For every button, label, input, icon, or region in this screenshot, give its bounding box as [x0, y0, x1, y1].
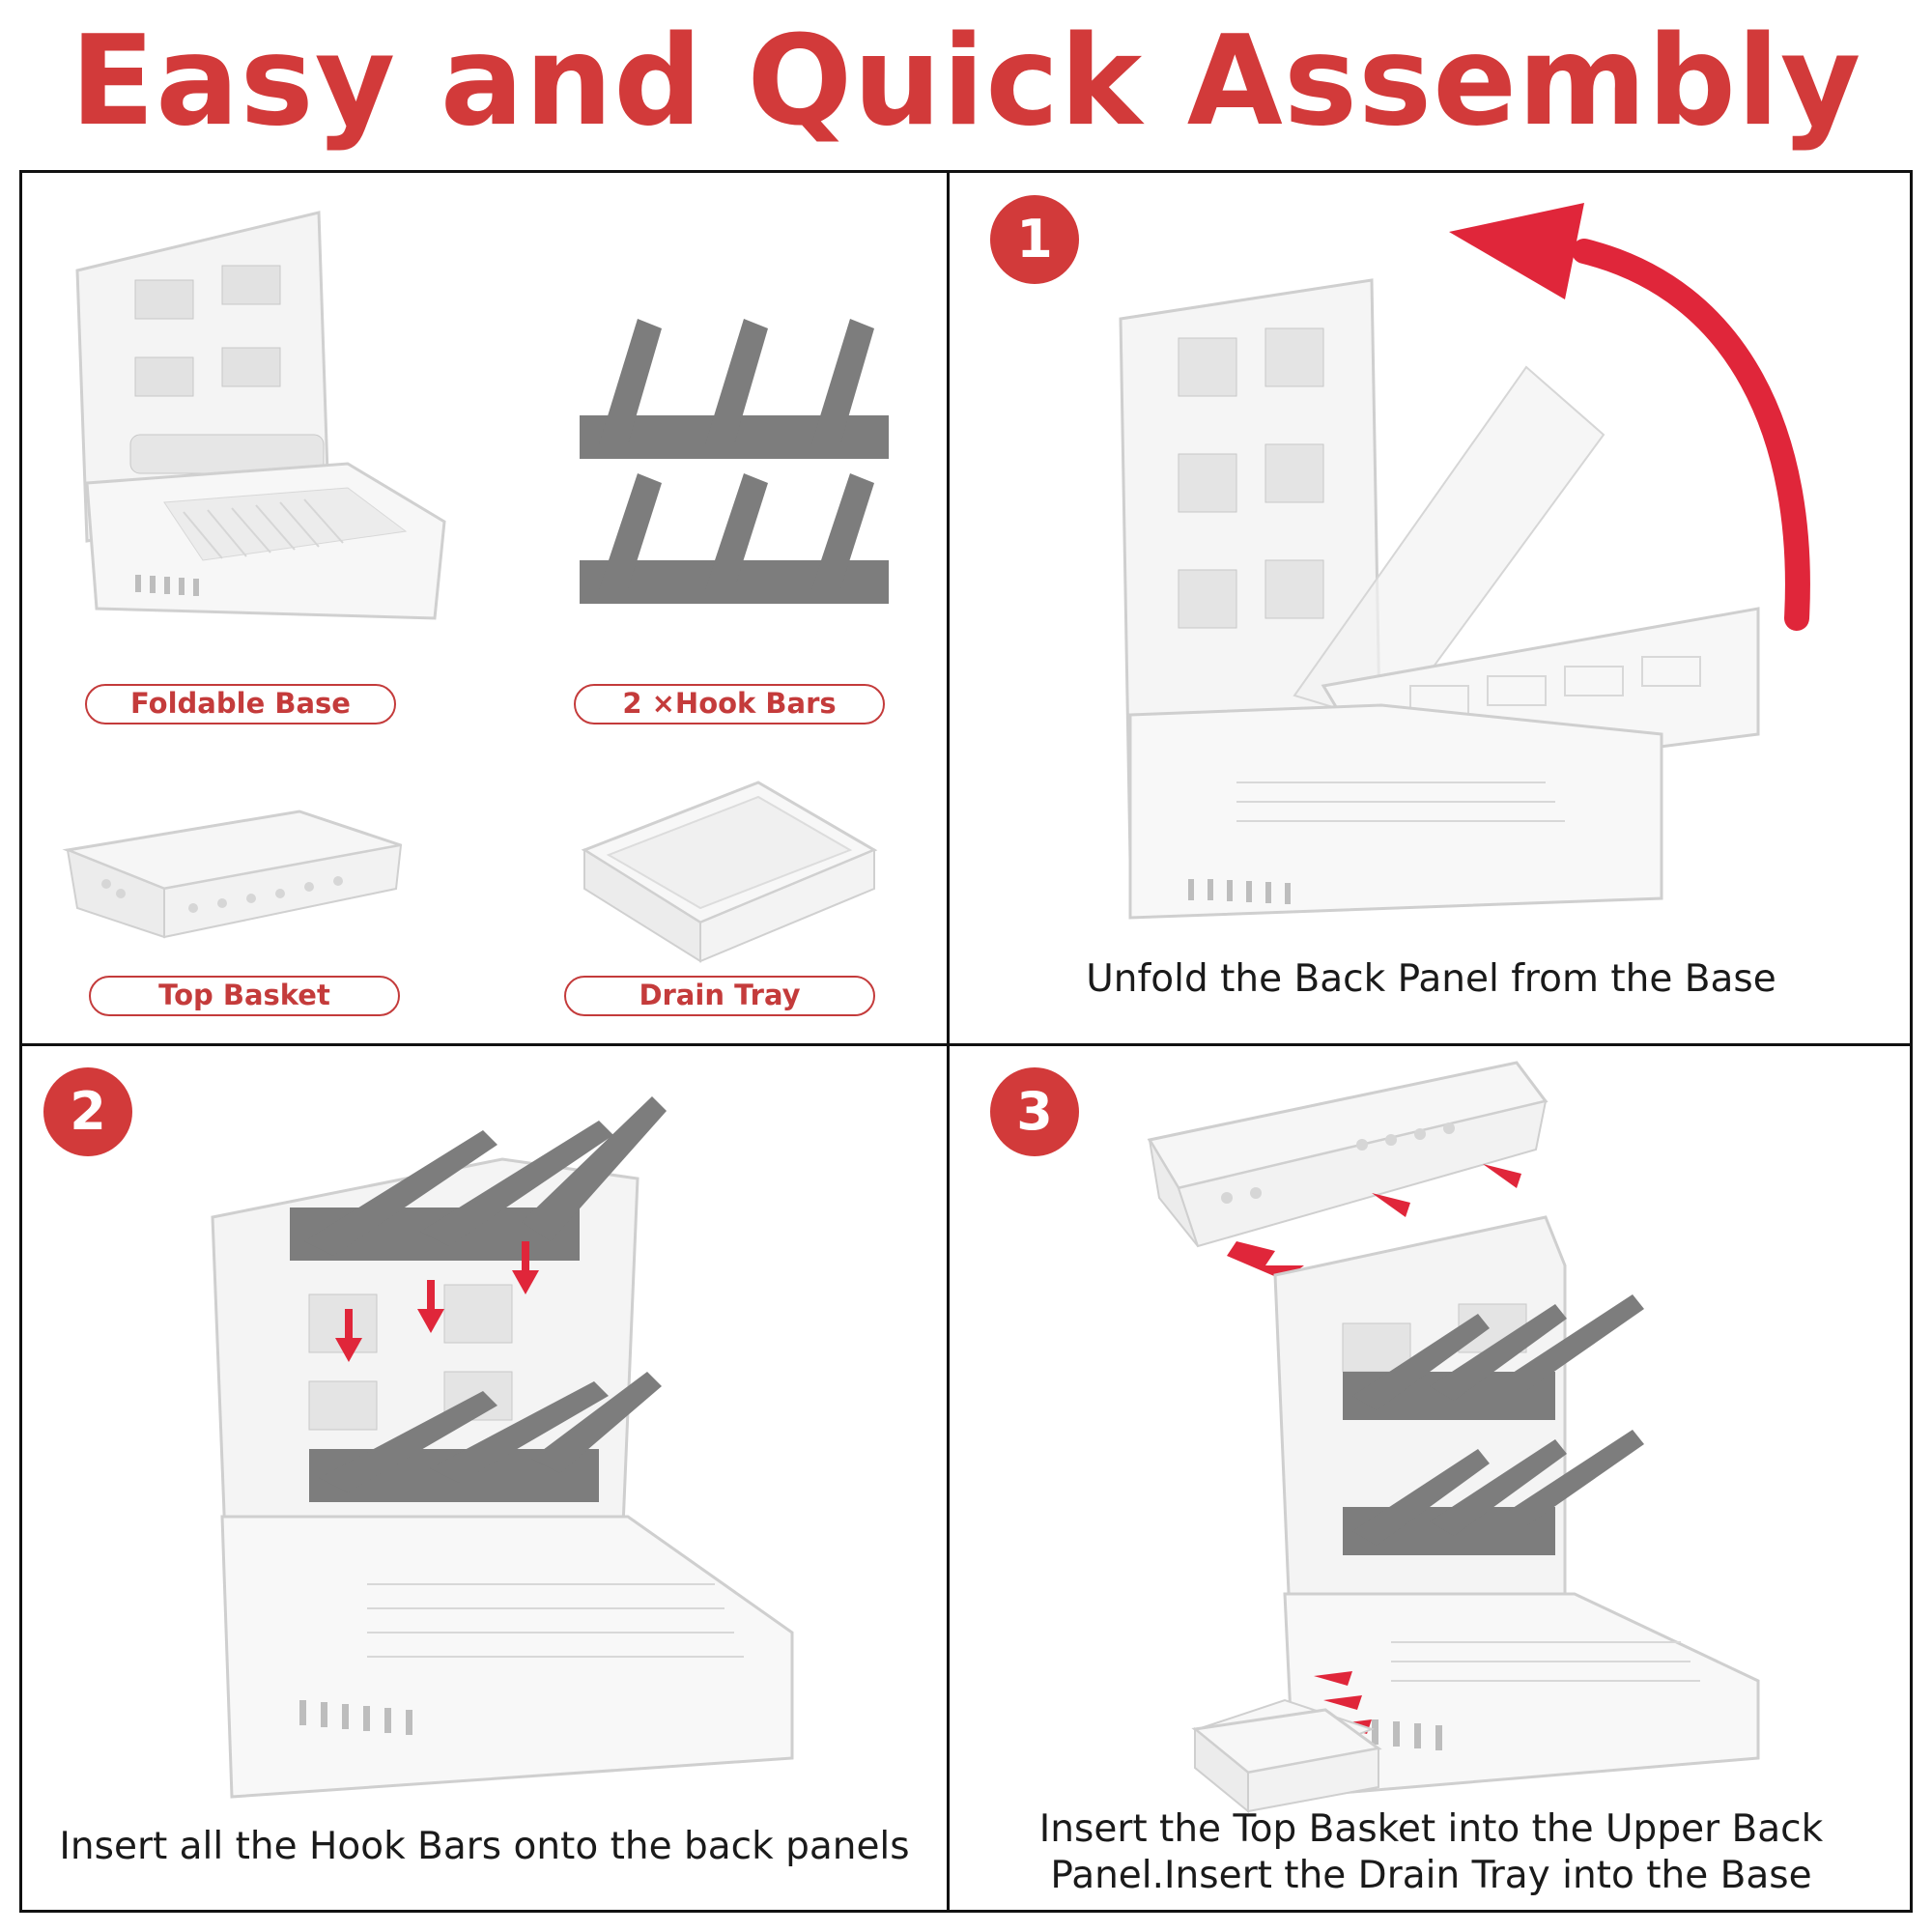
step-3-badge: 3: [990, 1067, 1079, 1156]
grid-divider-vertical: [947, 170, 950, 1913]
step-3-caption-line-2: Panel.Insert the Drain Tray into the Bas…: [1050, 1854, 1812, 1897]
step-3-caption-line-1: Insert the Top Basket into the Upper Bac…: [1038, 1807, 1824, 1851]
top-basket-label: Top Basket: [89, 976, 400, 1016]
step-2-badge: 2: [43, 1067, 132, 1156]
top-basket-illustration: [62, 810, 403, 939]
drain-tray-piece: [1191, 1708, 1382, 1814]
grid-divider-horizontal: [19, 1043, 1913, 1046]
step-1-caption: Unfold the Back Panel from the Base: [1086, 957, 1776, 1001]
hook-bar-insertion-illustration: [211, 1096, 794, 1799]
hook-bars-label: 2 ×Hook Bars: [574, 684, 885, 724]
assembly-grid: [19, 170, 1913, 1913]
foldable-base-illustration: [75, 211, 446, 620]
foldable-base-label: Foldable Base: [85, 684, 396, 724]
unfolding-rack-illustration: [1119, 278, 1760, 920]
red-curved-arrow: [1449, 203, 1810, 631]
hook-bars-illustration: [580, 319, 889, 604]
page-title: Easy and Quick Assembly: [70, 10, 1862, 154]
step-1-badge: 1: [990, 195, 1079, 284]
step-2-caption: Insert all the Hook Bars onto the back p…: [59, 1825, 910, 1868]
drain-tray-illustration: [581, 781, 878, 963]
basket-and-tray-insertion-illustration: [1147, 1061, 1760, 1799]
drain-tray-label: Drain Tray: [564, 976, 875, 1016]
